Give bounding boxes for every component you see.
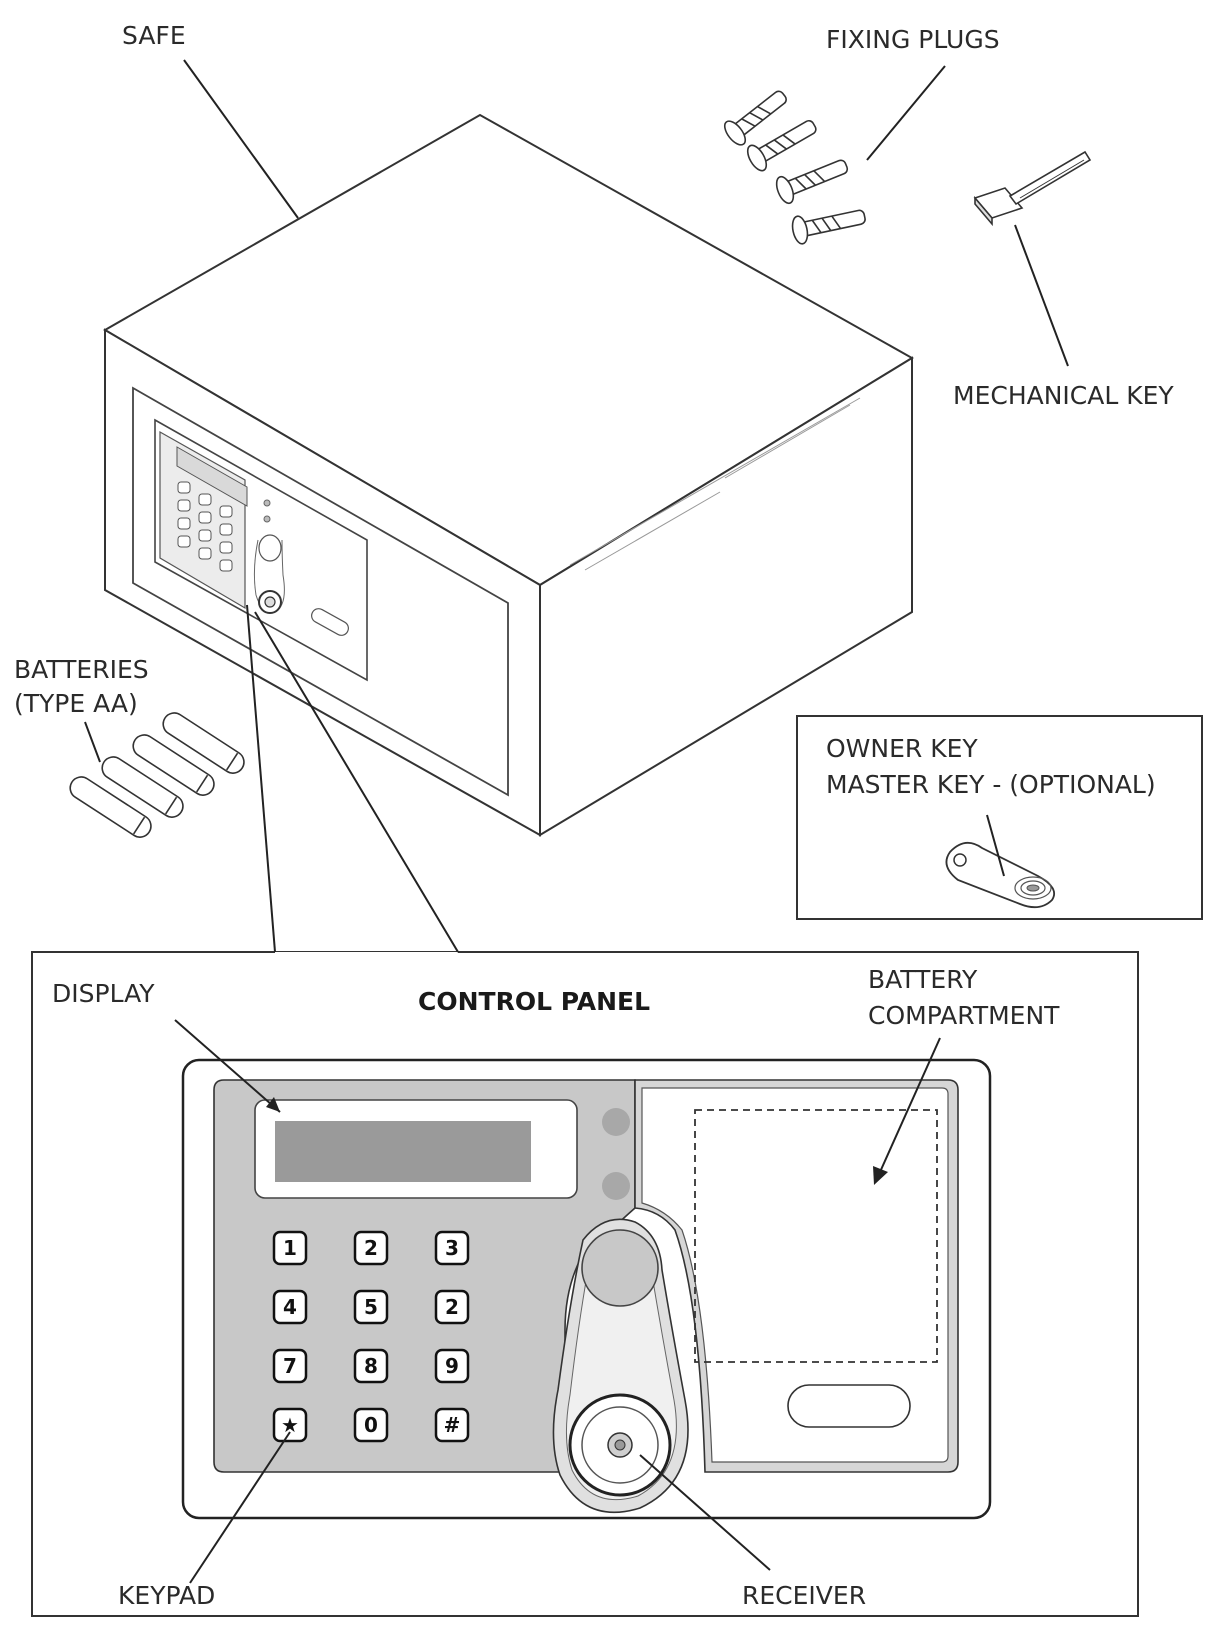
safe-body <box>103 113 914 837</box>
label-batteries: BATTERIES <box>14 655 149 684</box>
battery-compartment-slot <box>787 1384 911 1428</box>
keypad-key-box <box>353 1407 389 1443</box>
label-battery-compartment: COMPARTMENT <box>868 1001 1060 1030</box>
keypad-key-label: 5 <box>364 1295 378 1319</box>
keypad-key-label: 3 <box>445 1236 459 1260</box>
receiver-button <box>581 1229 659 1307</box>
fixing-plugs-illustration <box>723 90 866 245</box>
status-led-2 <box>602 1172 630 1200</box>
label-battery: BATTERY <box>868 965 978 994</box>
keypad-key-3[interactable]: 3 <box>434 1230 470 1266</box>
label-owner-key: OWNER KEY <box>826 734 978 763</box>
owner-key-fob-icon <box>945 842 1056 909</box>
keypad-key-label: 2 <box>364 1236 378 1260</box>
keypad-key-label: # <box>444 1413 461 1437</box>
label-fixing-plugs: FIXING PLUGS <box>826 25 1000 54</box>
keypad-key-box <box>272 1289 308 1325</box>
receiver-socket <box>568 1393 672 1497</box>
keypad: 1 2 3 4 5 2 7 8 9 ★ 0 # <box>272 1230 470 1443</box>
label-receiver: RECEIVER <box>742 1581 866 1610</box>
keypad-key-label: 4 <box>283 1295 297 1319</box>
keypad-key-5[interactable]: 5 <box>353 1289 389 1325</box>
keypad-key-10[interactable]: ★ <box>272 1407 308 1443</box>
keypad-key-11[interactable]: 0 <box>353 1407 389 1443</box>
keypad-key-1[interactable]: 1 <box>272 1230 308 1266</box>
label-mechanical-key: MECHANICAL KEY <box>953 381 1174 410</box>
keypad-key-box <box>434 1407 470 1443</box>
keypad-key-box <box>434 1348 470 1384</box>
keypad-key-box <box>434 1289 470 1325</box>
keypad-key-label: ★ <box>281 1413 299 1437</box>
keypad-key-6[interactable]: 2 <box>434 1289 470 1325</box>
keypad-key-12[interactable]: # <box>434 1407 470 1443</box>
keypad-key-4[interactable]: 4 <box>272 1289 308 1325</box>
keypad-key-box <box>353 1289 389 1325</box>
label-batteries-type: (TYPE AA) <box>14 689 138 718</box>
keypad-key-label: 0 <box>364 1413 378 1437</box>
keypad-key-box <box>272 1230 308 1266</box>
keypad-key-label: 9 <box>445 1354 459 1378</box>
keypad-key-9[interactable]: 9 <box>434 1348 470 1384</box>
keypad-key-label: 8 <box>364 1354 378 1378</box>
keypad-key-box <box>272 1407 308 1443</box>
display-screen <box>275 1121 531 1182</box>
mechanical-key-illustration <box>973 150 1092 227</box>
label-keypad: KEYPAD <box>118 1581 215 1610</box>
label-control-panel: CONTROL PANEL <box>418 987 650 1016</box>
label-safe: SAFE <box>122 21 186 50</box>
keypad-key-2[interactable]: 2 <box>353 1230 389 1266</box>
label-display: DISPLAY <box>52 979 155 1008</box>
keypad-key-label: 2 <box>445 1295 459 1319</box>
keypad-key-box <box>272 1348 308 1384</box>
status-led-1 <box>602 1108 630 1136</box>
keypad-key-label: 7 <box>283 1354 297 1378</box>
label-master-key: MASTER KEY - (OPTIONAL) <box>826 770 1156 799</box>
batteries-illustration <box>69 712 245 838</box>
keypad-key-box <box>353 1230 389 1266</box>
keypad-key-box <box>434 1230 470 1266</box>
keypad-key-7[interactable]: 7 <box>272 1348 308 1384</box>
keypad-key-box <box>353 1348 389 1384</box>
battery-compartment-outline <box>694 1109 938 1363</box>
keypad-key-8[interactable]: 8 <box>353 1348 389 1384</box>
keypad-key-label: 1 <box>283 1236 297 1260</box>
